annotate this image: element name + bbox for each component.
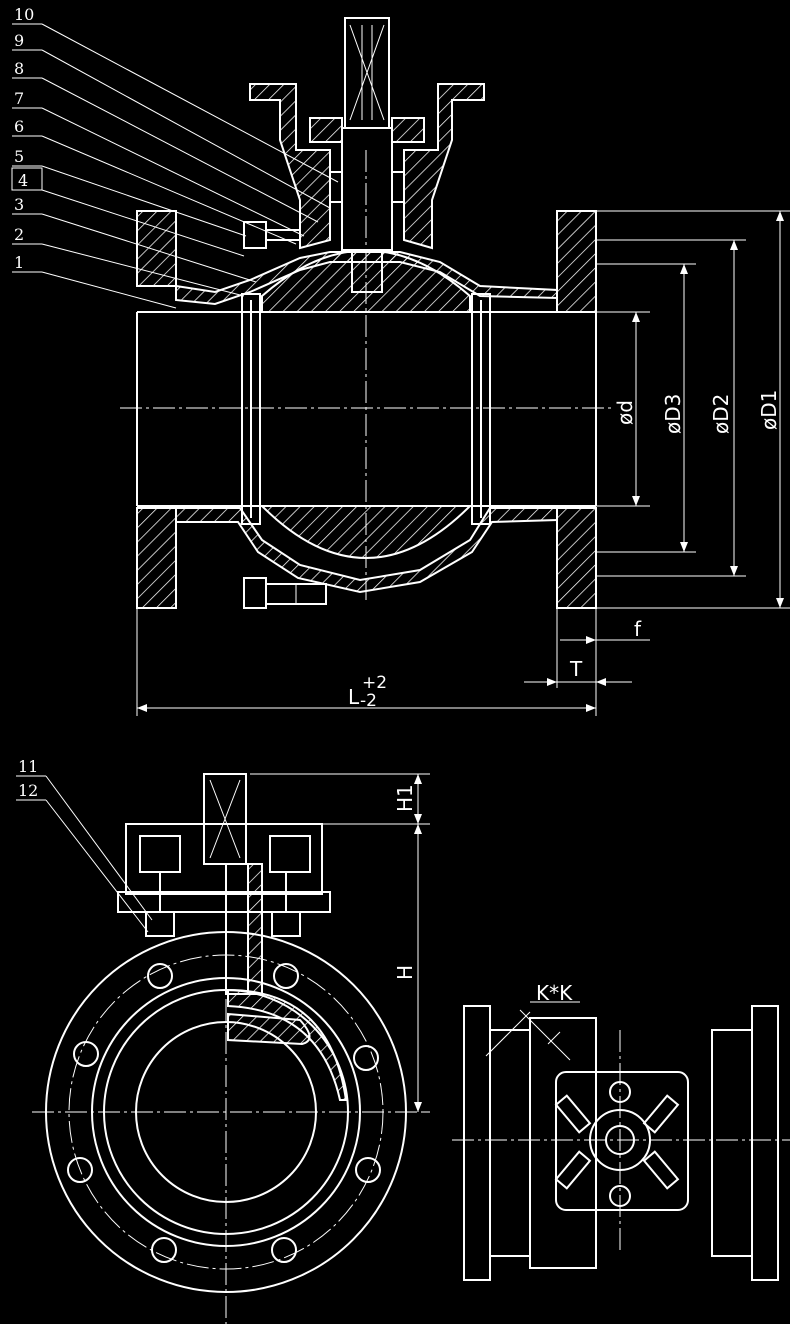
top-right-flange bbox=[751, 1005, 779, 1281]
diameter-dimensions bbox=[596, 210, 790, 609]
body-upper bbox=[175, 251, 558, 306]
ball-lower bbox=[259, 505, 473, 559]
callout-8: 8 bbox=[14, 59, 24, 78]
bolt-hole bbox=[355, 1157, 381, 1183]
seat-right bbox=[471, 293, 491, 525]
right-flange-bottom bbox=[556, 507, 597, 609]
dim-H1: H1 bbox=[393, 784, 417, 812]
side-view: 11 12 H1 H bbox=[16, 757, 430, 1324]
dim-KK: K*K bbox=[536, 981, 573, 1005]
bolt-hole bbox=[271, 1237, 297, 1263]
right-flange-top bbox=[556, 210, 597, 313]
callout-1: 1 bbox=[14, 253, 24, 272]
gland-right bbox=[391, 117, 425, 143]
callout-5: 5 bbox=[14, 147, 24, 166]
stem-tang bbox=[351, 249, 383, 293]
dim-L: L bbox=[348, 685, 360, 709]
front-section-view: 10 9 8 7 6 5 4 3 2 1 ød øD3 bbox=[11, 5, 790, 716]
left-flange-bottom bbox=[136, 507, 177, 609]
dim-D3: øD3 bbox=[661, 394, 685, 434]
bolt-hole bbox=[73, 1041, 99, 1067]
top-view: K*K bbox=[452, 981, 790, 1281]
dim-d: ød bbox=[613, 400, 637, 425]
top-left-flange bbox=[463, 1005, 491, 1281]
side-stem bbox=[225, 863, 249, 995]
bracket-bolt-right bbox=[269, 835, 311, 873]
callout-2: 2 bbox=[14, 225, 24, 244]
gland-left bbox=[309, 117, 343, 143]
bonnet-left bbox=[249, 83, 331, 250]
top-body-flange bbox=[529, 1017, 597, 1269]
top-stem-boss bbox=[589, 1109, 651, 1171]
bonnet-bolt bbox=[243, 221, 267, 249]
callout-3: 3 bbox=[14, 195, 24, 214]
stem-top-square bbox=[344, 17, 390, 129]
length-dimensions bbox=[136, 608, 650, 716]
bonnet-right bbox=[403, 83, 485, 250]
drain-plug bbox=[243, 577, 267, 609]
dim-D1: øD1 bbox=[757, 390, 781, 430]
bolt-hole bbox=[151, 1237, 177, 1263]
dim-H: H bbox=[393, 965, 417, 980]
stem bbox=[341, 127, 393, 251]
left-flange-top bbox=[136, 210, 177, 287]
ball-upper bbox=[261, 249, 471, 313]
bolt-hole bbox=[67, 1157, 93, 1183]
callout-leaders bbox=[11, 23, 339, 309]
dim-D2: øD2 bbox=[709, 394, 733, 434]
top-mount-pad bbox=[555, 1071, 689, 1211]
callout-9: 9 bbox=[14, 31, 24, 50]
packing-right bbox=[391, 171, 405, 203]
dim-f: f bbox=[634, 617, 642, 641]
top-bracket bbox=[125, 823, 323, 895]
mounting-plate bbox=[117, 891, 331, 913]
dim-T: T bbox=[569, 657, 583, 681]
bracket-bolt-left bbox=[139, 835, 181, 873]
bore-circle bbox=[135, 1021, 317, 1203]
seat-left bbox=[241, 293, 261, 525]
bolt-hole bbox=[273, 963, 299, 989]
callout-7: 7 bbox=[14, 89, 24, 108]
bolt-hole bbox=[147, 963, 173, 989]
section-cut bbox=[227, 988, 348, 1101]
dim-L-tol-lower: -2 bbox=[360, 691, 377, 711]
callout-10: 10 bbox=[14, 5, 34, 24]
callout-6: 6 bbox=[14, 117, 24, 136]
packing-left bbox=[329, 171, 343, 203]
body-lower bbox=[175, 507, 558, 594]
bolt-hole bbox=[353, 1045, 379, 1071]
callout-11: 11 bbox=[18, 757, 38, 776]
dim-L-tol-upper: +2 bbox=[362, 673, 387, 693]
callout-12: 12 bbox=[18, 781, 38, 800]
callout-4: 4 bbox=[18, 171, 28, 190]
